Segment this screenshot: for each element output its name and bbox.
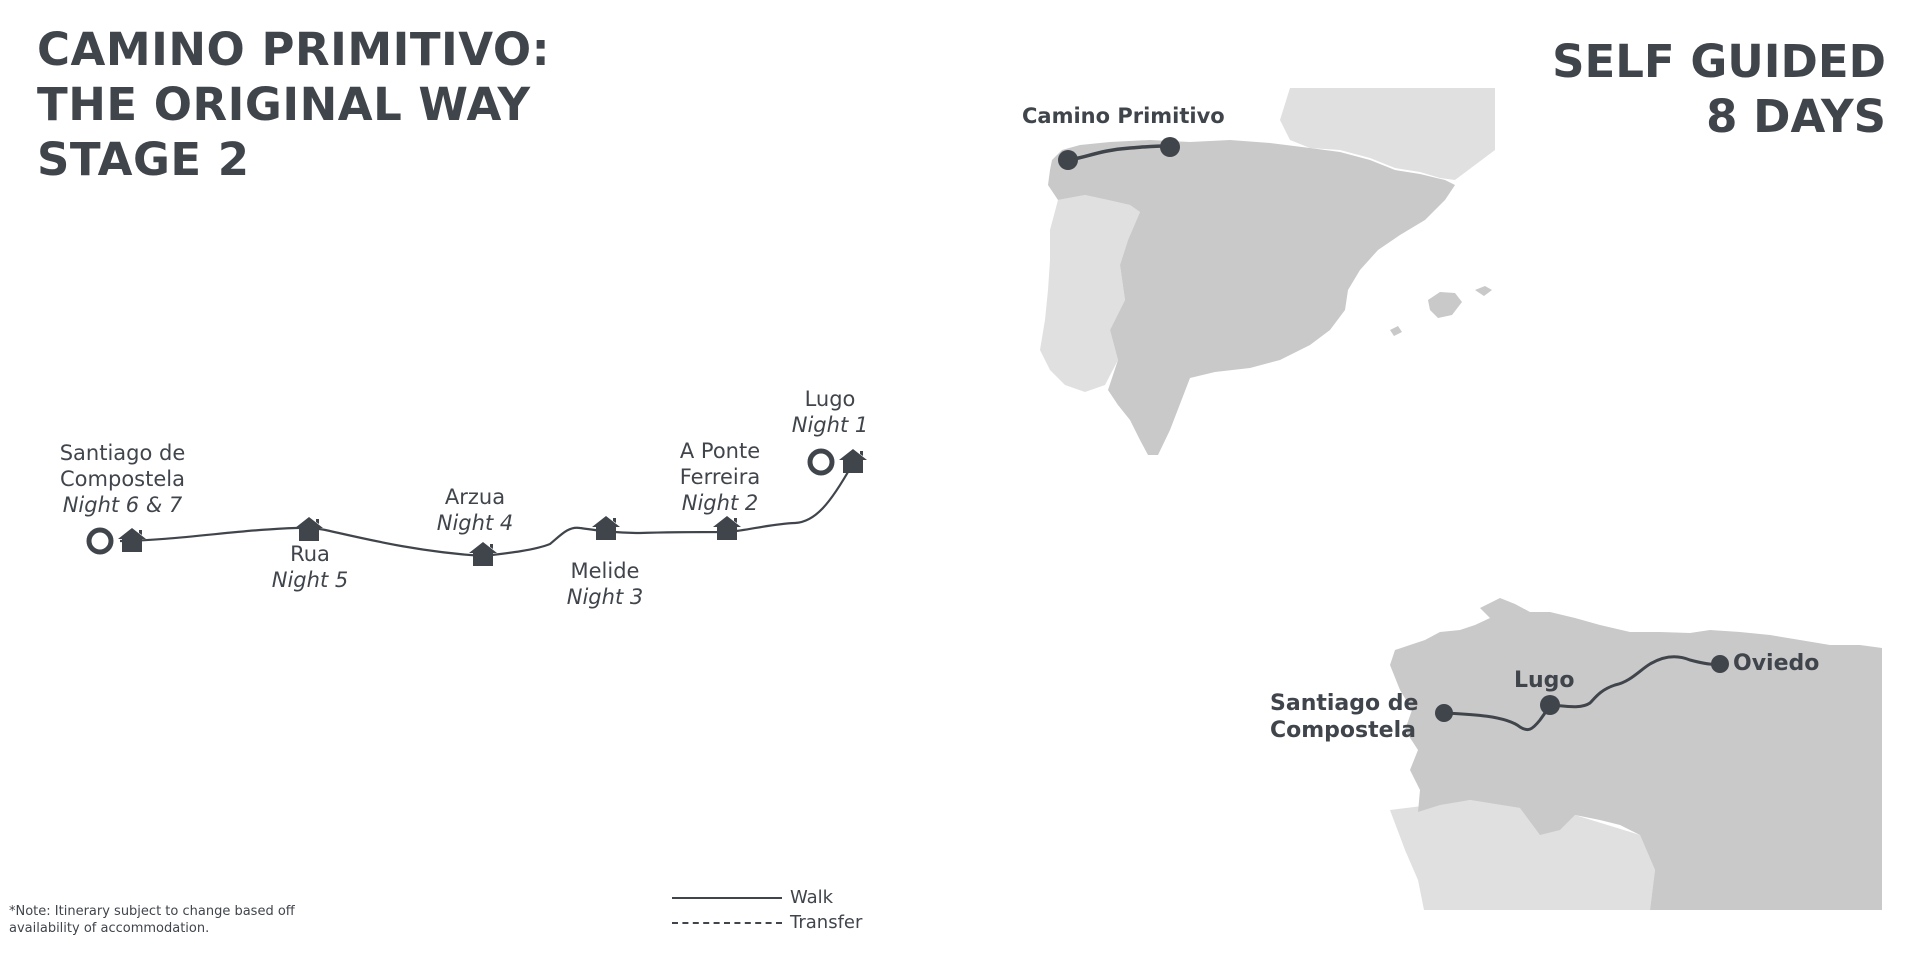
house-icon [713, 516, 741, 540]
stop-a-ponte-ferreira: A Ponte Ferreira Night 2 [660, 438, 780, 516]
stage-route-line [119, 464, 853, 558]
title-line-2: THE ORIGINAL WAY [37, 78, 531, 131]
stop-name: Melide [570, 559, 640, 583]
house-icon [118, 528, 146, 552]
detail-light-land [1390, 800, 1655, 910]
place-name: Santiago de [1270, 691, 1419, 716]
detail-label-oviedo: Oviedo [1733, 651, 1820, 676]
stop-night: Night 1 [791, 413, 869, 437]
detail-dark-land [1390, 598, 1882, 910]
overview-route-label: Camino Primitivo [1022, 104, 1225, 128]
stop-night: Night 3 [566, 585, 644, 609]
stop-lugo: Lugo Night 1 [775, 386, 885, 438]
waypoint-dot-icon [1160, 137, 1180, 157]
start-end-ring-icon [86, 527, 114, 555]
start-end-ring-icon [807, 448, 835, 476]
stop-night: Night 5 [271, 568, 349, 592]
tour-duration: 8 DAYS [1706, 90, 1886, 143]
house-icon [469, 542, 497, 566]
menorca-land [1475, 286, 1492, 296]
tour-type: SELF GUIDED [1552, 35, 1886, 88]
stop-rua: Rua Night 5 [250, 541, 370, 593]
transfer-line-swatch [672, 921, 782, 924]
stop-name: A Ponte [679, 439, 761, 463]
stop-name: Ferreira [679, 465, 761, 489]
france-land [1280, 88, 1495, 180]
walk-line-swatch [672, 896, 782, 899]
stop-night: Night 2 [681, 491, 759, 515]
stop-name: Compostela [60, 467, 185, 491]
stop-melide: Melide Night 3 [545, 558, 665, 610]
waypoint-dot-icon [1435, 704, 1453, 722]
detail-route-line [1443, 655, 1721, 732]
waypoint-dot-icon [1711, 655, 1729, 673]
stop-name: Rua [290, 542, 330, 566]
title-line-1: CAMINO PRIMITIVO: [37, 23, 551, 76]
title-line-3: STAGE 2 [37, 133, 250, 186]
legend-transfer: Transfer [672, 910, 862, 935]
legend-transfer-label: Transfer [790, 912, 863, 933]
stop-name: Lugo [804, 387, 856, 411]
tour-title: CAMINO PRIMITIVO: THE ORIGINAL WAY STAGE… [37, 22, 550, 187]
stop-name: Arzua [444, 485, 506, 509]
house-icon [592, 516, 620, 540]
overview-map [1040, 88, 1495, 455]
place-name: Compostela [1270, 718, 1416, 743]
waypoint-dot-icon [1540, 695, 1560, 715]
detail-label-santiago: Santiago de Compostela [1270, 690, 1418, 744]
legend-walk: Walk [672, 885, 862, 910]
detail-map [1390, 598, 1882, 910]
spain-land [1048, 140, 1455, 455]
stop-name: Santiago de [59, 441, 186, 465]
mallorca-land [1428, 292, 1462, 318]
house-icon [839, 449, 867, 473]
detail-label-lugo: Lugo [1514, 668, 1575, 693]
legend-walk-label: Walk [790, 887, 834, 908]
tour-summary: SELF GUIDED 8 DAYS [1552, 34, 1886, 144]
itinerary-note: *Note: Itinerary subject to change based… [9, 904, 295, 936]
overview-route-line [1067, 144, 1171, 162]
stop-night: Night 6 & 7 [62, 493, 183, 517]
ibiza-land [1390, 326, 1402, 336]
portugal-land [1040, 195, 1140, 392]
stop-santiago: Santiago de Compostela Night 6 & 7 [50, 440, 195, 518]
stop-arzua: Arzua Night 4 [415, 484, 535, 536]
waypoint-dot-icon [1058, 150, 1078, 170]
house-icon [295, 517, 323, 541]
stop-night: Night 4 [436, 511, 514, 535]
map-legend: Walk Transfer [672, 885, 862, 935]
stage-route [86, 448, 867, 566]
